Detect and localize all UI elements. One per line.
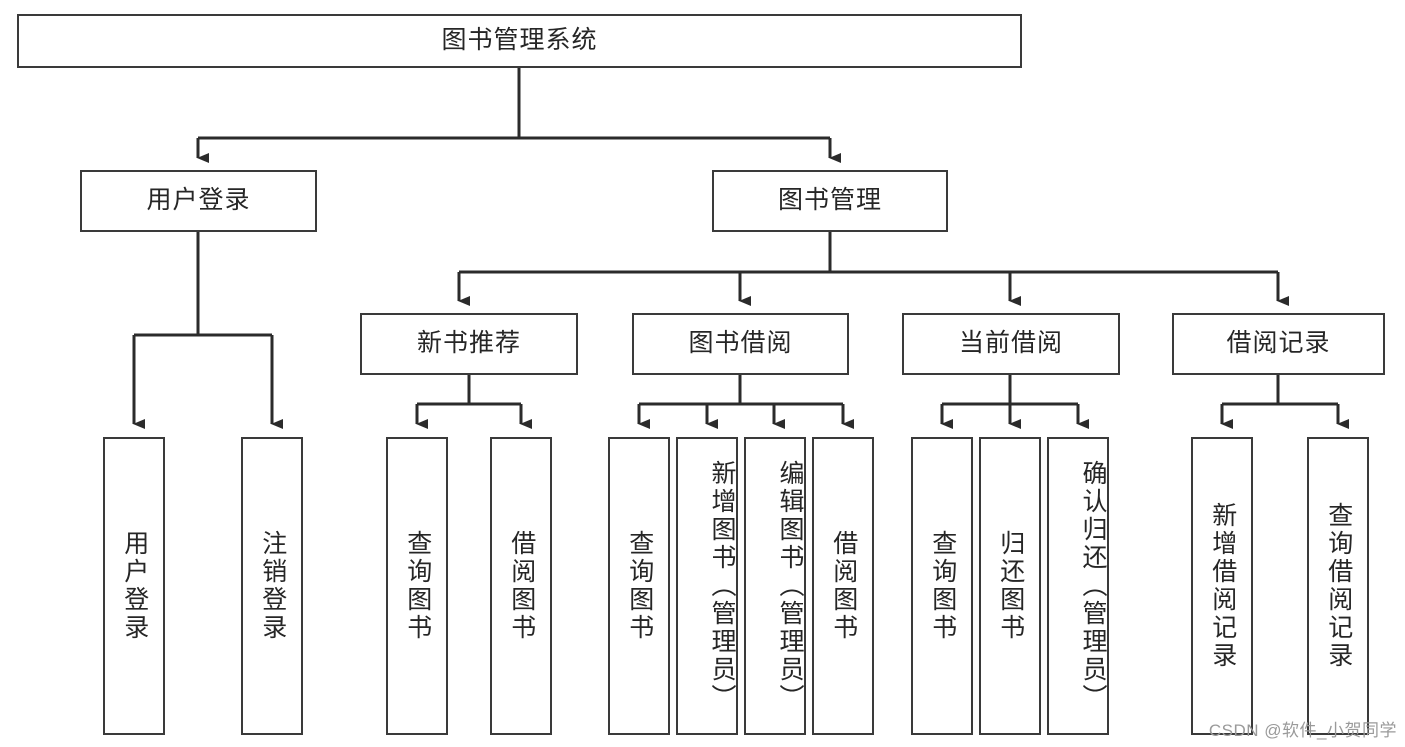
node-leaf-return-book[interactable]: 归还图书 (979, 437, 1041, 735)
node-leaf-borrow-book-recommend[interactable]: 借阅图书 (490, 437, 552, 735)
node-label: 注销登录 (258, 530, 287, 642)
node-label: 新增借阅记录 (1208, 502, 1237, 670)
node-user-login[interactable]: 用户登录 (80, 170, 317, 232)
node-leaf-add-book-admin[interactable]: 新增图书（管理员） (676, 437, 738, 735)
node-label: 图书管理 (777, 186, 882, 215)
node-leaf-query-book-borrow[interactable]: 查询图书 (608, 437, 670, 735)
node-label: 归还图书 (996, 530, 1025, 642)
node-label: 查询图书 (403, 530, 432, 642)
node-leaf-add-borrow-record[interactable]: 新增借阅记录 (1191, 437, 1253, 735)
node-leaf-edit-book-admin[interactable]: 编辑图书（管理员） (744, 437, 806, 735)
node-label: 新增图书（管理员） (708, 460, 736, 712)
node-label: 编辑图书（管理员） (776, 460, 804, 712)
node-label: 确认归还（管理员） (1079, 460, 1107, 712)
node-label: 用户登录 (120, 530, 149, 642)
node-book-borrow[interactable]: 图书借阅 (632, 313, 849, 375)
node-label: 查询图书 (625, 530, 654, 642)
node-label: 图书借阅 (688, 329, 793, 358)
node-label: 当前借阅 (958, 329, 1063, 358)
node-label: 借阅图书 (507, 530, 536, 642)
node-leaf-query-borrow-record[interactable]: 查询借阅记录 (1307, 437, 1369, 735)
node-label: 用户登录 (146, 186, 251, 215)
node-label: 图书管理系统 (441, 26, 598, 55)
node-leaf-confirm-return-admin[interactable]: 确认归还（管理员） (1047, 437, 1109, 735)
node-current-borrow[interactable]: 当前借阅 (902, 313, 1120, 375)
node-leaf-logout[interactable]: 注销登录 (241, 437, 303, 735)
watermark-text: CSDN @软件_小贺同学 (1208, 721, 1397, 740)
node-leaf-query-book-current[interactable]: 查询图书 (911, 437, 973, 735)
node-borrow-record[interactable]: 借阅记录 (1172, 313, 1385, 375)
node-label: 借阅图书 (829, 530, 858, 642)
node-root-book-management-system[interactable]: 图书管理系统 (17, 14, 1022, 68)
node-leaf-user-login[interactable]: 用户登录 (103, 437, 165, 735)
node-label: 查询图书 (928, 530, 957, 642)
node-new-book-recommend[interactable]: 新书推荐 (360, 313, 578, 375)
node-label: 借阅记录 (1226, 329, 1331, 358)
node-label: 查询借阅记录 (1324, 502, 1353, 670)
node-book-management[interactable]: 图书管理 (712, 170, 948, 232)
node-leaf-query-book-recommend[interactable]: 查询图书 (386, 437, 448, 735)
node-leaf-borrow-book[interactable]: 借阅图书 (812, 437, 874, 735)
node-label: 新书推荐 (416, 329, 521, 358)
